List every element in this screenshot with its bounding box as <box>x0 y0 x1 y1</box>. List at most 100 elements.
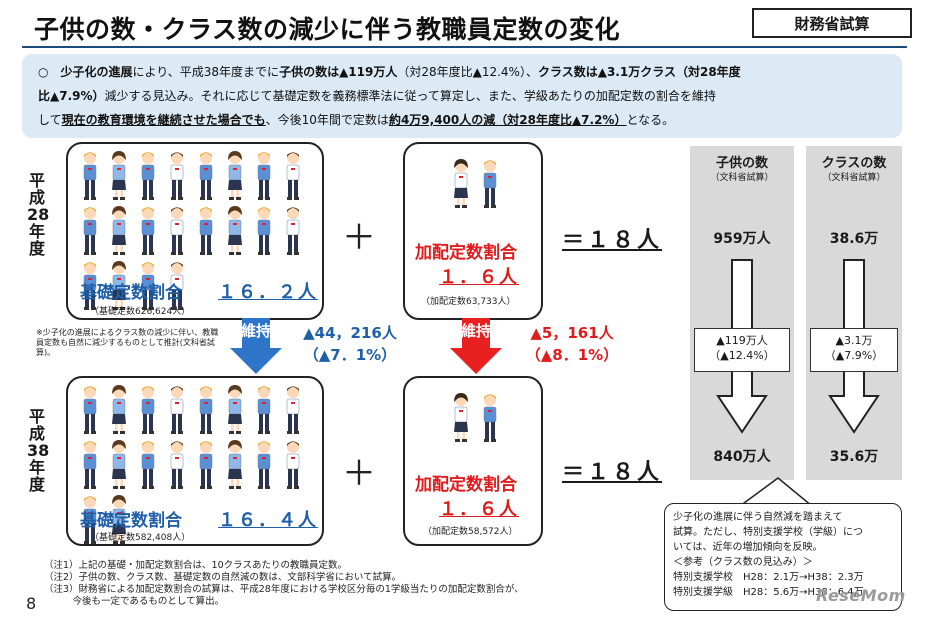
callout-line-1: 少子化の進展に伴う自然減を踏まえて <box>673 512 843 523</box>
teacher-figure <box>257 441 271 489</box>
teacher-figure <box>141 262 155 310</box>
h38-basic-label: 基礎定数割合 <box>80 511 182 531</box>
classes-change-pct: （▲7.9%） <box>824 349 884 362</box>
teacher-figure <box>228 385 242 434</box>
h28-extra-count: （加配定数63,733人） <box>421 297 516 307</box>
classes-sub: （文科省試算） <box>822 173 886 183</box>
h28-total: ＝１８人 <box>562 228 663 253</box>
teacher-figure <box>286 152 300 200</box>
teacher-figure <box>83 207 97 255</box>
teacher-figure <box>257 386 271 434</box>
blue-maintain-arrow <box>230 318 282 374</box>
children-end: 840万人 <box>713 449 771 465</box>
summary-panel: ○ 少子化の進展により、平成38年度までに子供の数は▲119万人（対28年度比▲… <box>22 54 902 138</box>
h38-total: ＝１８人 <box>562 460 663 485</box>
year-label-h38: 平成38年度 <box>27 407 50 494</box>
side-note: ※少子化の進展によるクラス数の減少に伴い、教職員定数も自然に減少するものとして推… <box>36 328 219 357</box>
h28-extra-staff-box: 加配定数割合 １．６人 （加配定数63,733人） <box>403 142 543 320</box>
teacher-figure <box>112 206 126 255</box>
teacher-figure <box>83 496 97 544</box>
h28-basic-staff-box: 基礎定数割合 １６．２人 （基礎定数626,624人） <box>66 142 324 320</box>
teacher-figure <box>141 441 155 489</box>
basic-delta-count: ▲44，216人 <box>303 324 397 342</box>
teacher-figure <box>83 386 97 434</box>
teacher-figure <box>228 151 242 200</box>
teacher-figure <box>141 152 155 200</box>
h38-extra-staff-box: 加配定数割合 １．６人 （加配定数58,572人） <box>403 376 543 546</box>
plus-sign-h38: ＋ <box>342 454 376 494</box>
title-divider <box>22 46 907 48</box>
classes-head: クラスの数 <box>821 156 887 171</box>
footnote-2: （注2）子供の数、クラス数、基礎定数の自然減の数は、文部科学省において試算。 <box>44 572 402 583</box>
teacher-figure <box>483 394 497 442</box>
footnotes: （注1）上記の基礎・加配定数割合は、10クラスあたりの教職員定数。 （注2）子供… <box>44 560 654 608</box>
extra-delta: ▲5，161人 （▲8．1%） <box>512 322 632 366</box>
teacher-figure <box>170 207 184 255</box>
teacher-figure <box>141 207 155 255</box>
h38-basic-count: （基礎定数582,408人） <box>90 533 191 543</box>
teacher-figure <box>112 440 126 489</box>
children-change-box: ▲119万人 （▲12.4%） <box>694 328 790 372</box>
teacher-figure <box>83 441 97 489</box>
basic-delta: ▲44，216人 （▲7．1%） <box>290 322 410 366</box>
summary-line-1: ○ 少子化の進展により、平成38年度までに子供の数は▲119万人（対28年度比▲… <box>38 65 741 79</box>
classes-change: ▲3.1万 <box>835 334 873 347</box>
h38-extra-count: （加配定数58,572人） <box>423 527 518 537</box>
page-number: 8 <box>26 594 37 613</box>
teacher-figure <box>286 441 300 489</box>
callout-line-4: ＜参考（クラス数の見込み）＞ <box>673 557 813 568</box>
teacher-figure <box>112 385 126 434</box>
teacher-figure <box>170 386 184 434</box>
watermark-logo: ReseMom <box>816 586 906 605</box>
h38-basic-ratio: １６．４人 <box>218 510 318 531</box>
teacher-figure <box>199 152 213 200</box>
h38-basic-staff-box: 基礎定数割合 １６．４人 （基礎定数582,408人） <box>66 376 324 546</box>
h38-teacher-illustrations <box>80 384 316 546</box>
footnote-1: （注1）上記の基礎・加配定数割合は、10クラスあたりの教職員定数。 <box>44 560 347 571</box>
teacher-figure <box>170 441 184 489</box>
classes-end: 35.6万 <box>829 449 879 465</box>
red-maintain-arrow <box>450 318 502 374</box>
callout-line-2: 試算。ただし、特別支援学校（学級）につ <box>673 527 863 538</box>
h28-basic-count: （基礎定数626,624人） <box>90 307 191 317</box>
children-start: 959万人 <box>713 231 771 247</box>
page-title: 子供の数・クラス数の減少に伴う教職員定数の変化 <box>34 15 621 44</box>
teacher-figure <box>257 207 271 255</box>
plus-sign-h28: ＋ <box>342 218 376 258</box>
footnote-4: 今後も一定であるものとして算出。 <box>44 596 225 607</box>
children-change-pct: （▲12.4%） <box>709 349 775 362</box>
source-tag: 財務省試算 <box>752 8 912 38</box>
year-label-h28: 平成28年度 <box>27 171 50 258</box>
blue-maintain-label: 維持 <box>240 322 271 340</box>
teacher-figure <box>228 440 242 489</box>
teacher-figure <box>257 152 271 200</box>
h28-extra-ratio: １．６人 <box>439 267 519 288</box>
callout-pointer <box>738 477 814 506</box>
h28-basic-ratio: １６．２人 <box>218 282 318 303</box>
teacher-figure <box>112 151 126 200</box>
children-head: 子供の数 <box>715 156 768 171</box>
teacher-figure <box>170 262 184 310</box>
summary-line-2: 比▲7.9%）減少する見込み。それに応じて基礎定数を義務標準法に従って算定し、ま… <box>38 89 716 103</box>
teacher-figure <box>112 261 126 310</box>
teacher-figure <box>228 206 242 255</box>
teacher-figure <box>83 152 97 200</box>
callout-line-3: いては、近年の増加傾向を反映。 <box>673 542 823 553</box>
teacher-figure <box>112 495 126 544</box>
extra-delta-pct: （▲8．1%） <box>525 346 619 364</box>
teacher-figure <box>483 160 497 208</box>
teacher-figure <box>286 207 300 255</box>
callout-line-6: 特別支援学級 H28：5.6万→H38：6.4万 <box>673 587 864 598</box>
classes-change-box: ▲3.1万 （▲7.9%） <box>810 328 898 372</box>
children-change: ▲119万人 <box>716 334 768 347</box>
red-maintain-label: 維持 <box>460 322 491 340</box>
note-callout: 少子化の進展に伴う自然減を踏まえて 試算。ただし、特別支援学校（学級）につ いて… <box>664 503 902 611</box>
teacher-figure <box>454 393 468 442</box>
h28-teacher-illustrations <box>80 150 316 312</box>
h28-basic-label: 基礎定数割合 <box>80 283 182 303</box>
teacher-figure <box>199 207 213 255</box>
teacher-figure <box>141 386 155 434</box>
teacher-figure <box>454 159 468 208</box>
summary-line-3: して現在の教育環境を継続させた場合でも、今後10年間で定数は約4万9,400人の… <box>38 113 675 127</box>
basic-delta-pct: （▲7．1%） <box>303 346 397 364</box>
